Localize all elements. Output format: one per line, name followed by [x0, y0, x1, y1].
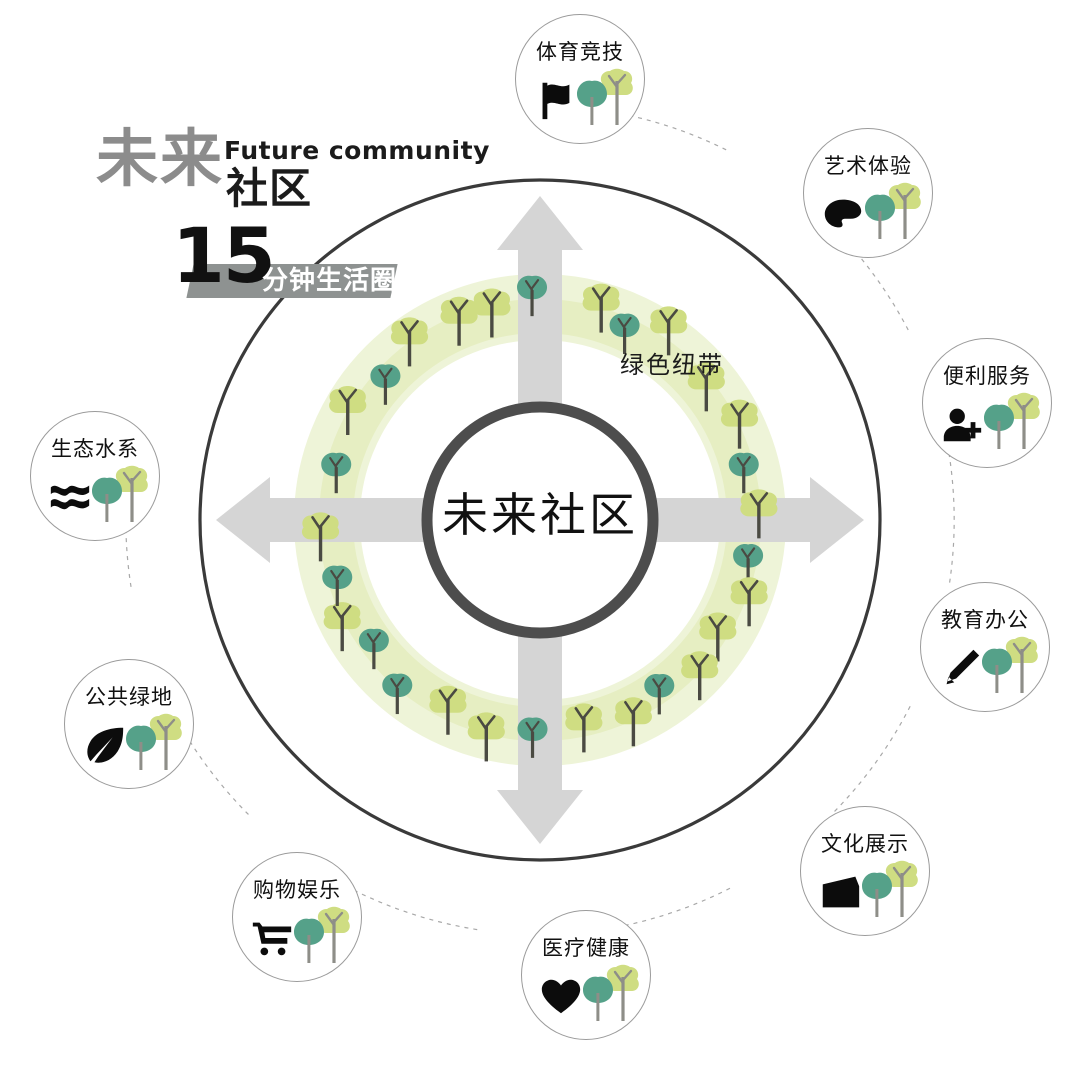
node-tree-decoration: [92, 465, 148, 522]
cart-icon: [249, 915, 295, 961]
connector-arc: [831, 705, 911, 815]
tree-light: [323, 602, 361, 652]
brand-subtitle-cn: 社区: [226, 164, 313, 213]
center-label: 未来社区: [442, 488, 638, 542]
tree-light: [740, 489, 778, 539]
tree-dark: [382, 673, 413, 715]
badge-number: 15: [172, 211, 276, 300]
tree-dark: [517, 717, 548, 758]
node-tree-decoration: [294, 906, 350, 963]
connector-arc: [125, 453, 132, 587]
node-tree-decoration: [982, 636, 1038, 693]
person-plus-icon: [939, 401, 985, 447]
tree-dark: [321, 452, 352, 494]
tree-dark: [728, 452, 759, 494]
node-health[interactable]: 医疗健康: [521, 910, 651, 1040]
brand-title-en: Future community: [224, 136, 490, 165]
node-label: 购物娱乐: [253, 878, 341, 902]
node-greenland[interactable]: 公共绿地: [64, 659, 194, 789]
node-tree-decoration: [984, 392, 1040, 449]
tree-light: [429, 685, 467, 735]
palette-icon: [820, 191, 866, 237]
green-belt-label: 绿色纽带: [620, 351, 724, 379]
leaf-icon: [81, 722, 127, 768]
wave-icon: [47, 474, 93, 520]
tree-light: [699, 612, 737, 662]
tree-light: [467, 712, 505, 762]
tree-dark: [322, 565, 353, 606]
tree-light: [720, 399, 759, 449]
node-water[interactable]: 生态水系: [30, 411, 160, 541]
tree-dark: [644, 673, 675, 715]
picture-icon: [817, 869, 863, 915]
tree-light: [650, 306, 688, 356]
node-tree-decoration: [577, 68, 633, 125]
node-tree-decoration: [862, 860, 918, 917]
tree-dark: [609, 313, 640, 354]
node-label: 医疗健康: [542, 936, 630, 960]
tree-light: [687, 362, 725, 412]
tree-dark: [733, 544, 764, 585]
tree-dark: [517, 275, 548, 317]
tree-light: [329, 386, 367, 435]
heart-icon: [538, 973, 584, 1019]
pencil-icon: [937, 645, 983, 691]
node-label: 教育办公: [941, 608, 1029, 632]
node-label: 公共绿地: [85, 685, 173, 709]
fifteen-minute-badge: 15 分钟生活圈: [168, 218, 398, 308]
flag-icon: [532, 77, 578, 123]
node-tree-decoration: [865, 182, 921, 239]
node-art[interactable]: 艺术体验: [803, 128, 933, 258]
node-label: 文化展示: [821, 832, 909, 856]
tree-light: [614, 697, 652, 747]
tree-light: [390, 317, 429, 367]
badge-text: 分钟生活圈: [262, 266, 398, 296]
node-label: 便利服务: [943, 364, 1031, 388]
node-culture[interactable]: 文化展示: [800, 806, 930, 936]
node-tree-decoration: [583, 964, 639, 1021]
connector-arc: [602, 887, 731, 931]
brand-title-cn: 未来: [96, 122, 225, 195]
tree-light: [473, 288, 511, 338]
tree-light: [681, 651, 719, 701]
tree-dark: [358, 628, 389, 670]
tree-light: [582, 283, 620, 333]
node-tree-decoration: [126, 713, 182, 770]
node-service[interactable]: 便利服务: [922, 338, 1052, 468]
brand-block: 未来 Future community 社区: [96, 128, 516, 308]
node-sports[interactable]: 体育竞技: [515, 14, 645, 144]
tree-light: [440, 296, 478, 346]
tree-dark: [370, 364, 401, 405]
tree-light: [565, 703, 603, 753]
node-label: 艺术体验: [824, 154, 912, 178]
node-shopping[interactable]: 购物娱乐: [232, 852, 362, 982]
tree-light: [301, 512, 340, 562]
inner-ring: [421, 401, 659, 639]
connector-arc: [948, 453, 955, 587]
node-label: 体育竞技: [536, 40, 624, 64]
node-education[interactable]: 教育办公: [920, 582, 1050, 712]
node-label: 生态水系: [51, 437, 139, 461]
connector-arc: [169, 705, 249, 815]
connector-arc: [349, 887, 478, 931]
outer-ring: [198, 178, 882, 862]
tree-light: [730, 577, 768, 627]
